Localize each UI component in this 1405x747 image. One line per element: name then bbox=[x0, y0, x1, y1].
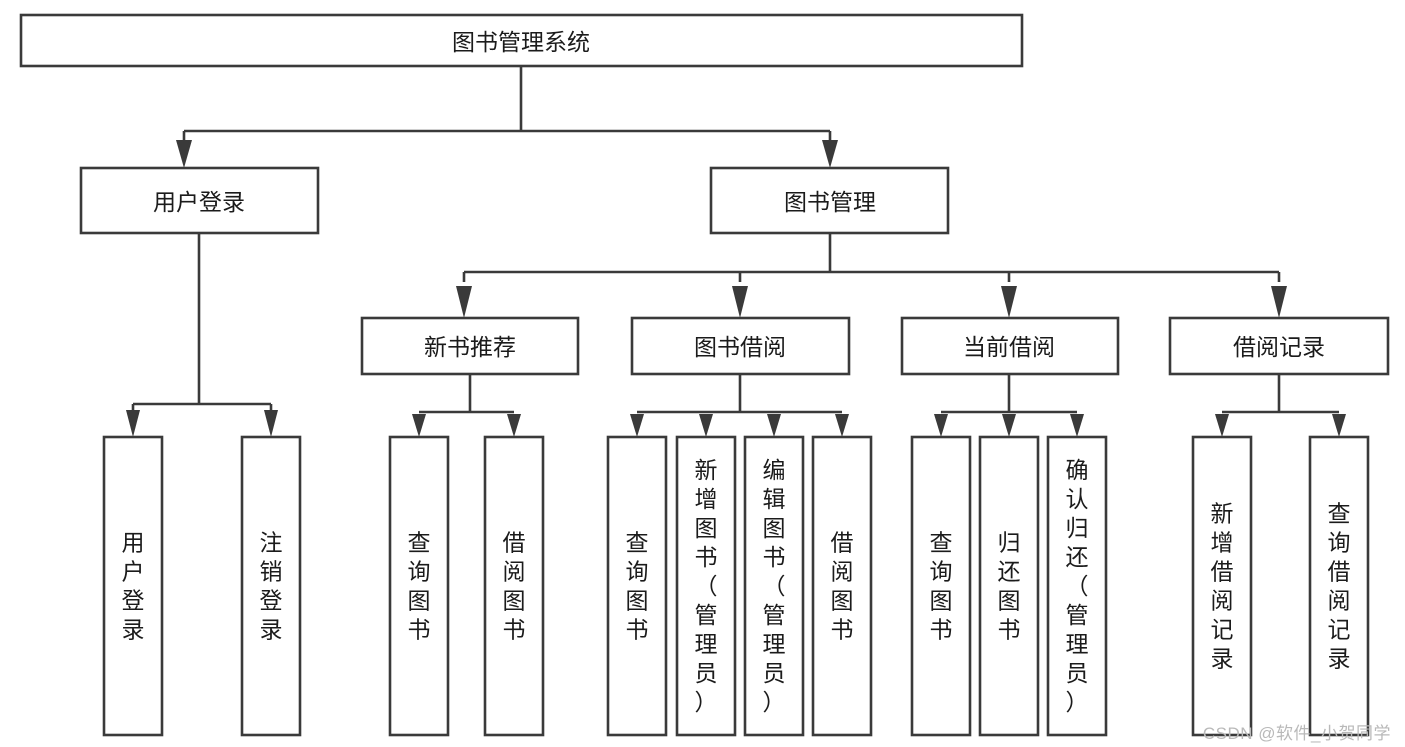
node-leaf-edit-book-box[interactable] bbox=[743, 435, 805, 737]
arrow-head-book-management bbox=[822, 140, 838, 168]
node-borrow-record-label: 借阅记录 bbox=[1233, 334, 1325, 360]
node-root-box[interactable] bbox=[19, 13, 1024, 68]
node-leaf-query-book-2-box[interactable] bbox=[606, 435, 668, 737]
node-leaf-confirm-return-label: 确认归还（管理员） bbox=[1066, 457, 1089, 715]
node-leaf-borrow-book-2-box[interactable] bbox=[811, 435, 873, 737]
node-book-management-label: 图书管理 bbox=[784, 189, 876, 215]
arrow-head-leaf-add-record bbox=[1215, 414, 1229, 437]
node-leaf-add-record[interactable]: 新增借阅记录 bbox=[1191, 435, 1253, 737]
node-leaf-user-logout[interactable]: 注销登录 bbox=[240, 435, 302, 737]
arrow-head-leaf-query-book-2 bbox=[630, 414, 644, 437]
arrow-head-leaf-query-record bbox=[1332, 414, 1346, 437]
edge-group-borrow-record bbox=[1215, 374, 1346, 437]
arrow-head-leaf-return-book bbox=[1002, 414, 1016, 437]
node-leaf-query-book-2-label: 查询图书 bbox=[626, 530, 649, 643]
arrow-head-leaf-query-book-1 bbox=[412, 414, 426, 437]
node-user-login-box[interactable] bbox=[79, 166, 320, 235]
edge-group-current-borrow bbox=[934, 374, 1084, 437]
arrow-head-borrow-record bbox=[1271, 286, 1287, 318]
node-leaf-query-book-3[interactable]: 查询图书 bbox=[910, 435, 972, 737]
arrow-head-leaf-borrow-book-1 bbox=[507, 414, 521, 437]
node-leaf-user-login-label: 用户登录 bbox=[122, 530, 145, 643]
node-leaf-query-record-label: 查询借阅记录 bbox=[1328, 501, 1351, 672]
edge-group-user-login bbox=[126, 233, 278, 437]
node-leaf-borrow-book-2-label: 借阅图书 bbox=[831, 530, 854, 643]
node-new-book-recommend[interactable]: 新书推荐 bbox=[360, 316, 580, 376]
node-user-login[interactable]: 用户登录 bbox=[79, 166, 320, 235]
node-leaf-user-login-box[interactable] bbox=[102, 435, 164, 737]
node-book-management[interactable]: 图书管理 bbox=[709, 166, 950, 235]
arrow-head-leaf-borrow-book-2 bbox=[835, 414, 849, 437]
edge-group-root bbox=[176, 66, 838, 168]
node-book-borrow-label: 图书借阅 bbox=[694, 334, 786, 360]
arrow-head-leaf-confirm-return bbox=[1070, 414, 1084, 437]
node-current-borrow-box[interactable] bbox=[900, 316, 1120, 376]
node-leaf-user-logout-label: 注销登录 bbox=[260, 530, 283, 643]
node-leaf-query-book-1[interactable]: 查询图书 bbox=[388, 435, 450, 737]
node-leaf-return-book-box[interactable] bbox=[978, 435, 1040, 737]
node-borrow-record-box[interactable] bbox=[1168, 316, 1390, 376]
arrow-head-leaf-edit-book bbox=[767, 414, 781, 437]
edge-group-book-management bbox=[456, 233, 1287, 318]
arrow-head-leaf-user-login bbox=[126, 410, 140, 437]
arrow-head-leaf-query-book-3 bbox=[934, 414, 948, 437]
arrow-head-leaf-user-logout bbox=[264, 410, 278, 437]
arrow-head-user-login bbox=[176, 140, 192, 168]
node-leaf-user-login[interactable]: 用户登录 bbox=[102, 435, 164, 737]
node-current-borrow-label: 当前借阅 bbox=[963, 334, 1055, 360]
node-user-login-label: 用户登录 bbox=[153, 189, 245, 215]
arrow-head-leaf-add-book bbox=[699, 414, 713, 437]
node-book-borrow[interactable]: 图书借阅 bbox=[630, 316, 851, 376]
node-book-management-box[interactable] bbox=[709, 166, 950, 235]
arrow-head-book-borrow bbox=[732, 286, 748, 318]
csdn-watermark: CSDN @软件_小贺同学 bbox=[1202, 724, 1391, 743]
node-leaf-add-book[interactable]: 新增图书（管理员） bbox=[675, 435, 737, 737]
node-new-book-recommend-label: 新书推荐 bbox=[424, 334, 516, 360]
node-new-book-recommend-box[interactable] bbox=[360, 316, 580, 376]
node-leaf-query-book-3-box[interactable] bbox=[910, 435, 972, 737]
node-leaf-return-book[interactable]: 归还图书 bbox=[978, 435, 1040, 737]
node-leaf-query-book-1-box[interactable] bbox=[388, 435, 450, 737]
node-current-borrow[interactable]: 当前借阅 bbox=[900, 316, 1120, 376]
node-leaf-query-book-2[interactable]: 查询图书 bbox=[606, 435, 668, 737]
node-leaf-borrow-book-1[interactable]: 借阅图书 bbox=[483, 435, 545, 737]
arrow-head-current-borrow bbox=[1001, 286, 1017, 318]
edge-group-new-book-recommend bbox=[412, 374, 521, 437]
node-leaf-edit-book-label: 编辑图书（管理员） bbox=[763, 457, 786, 715]
arrow-head-new-book bbox=[456, 286, 472, 318]
node-root[interactable]: 图书管理系统 bbox=[19, 13, 1024, 68]
node-leaf-query-book-3-label: 查询图书 bbox=[930, 530, 953, 643]
node-leaf-add-record-label: 新增借阅记录 bbox=[1211, 501, 1234, 672]
node-leaf-confirm-return[interactable]: 确认归还（管理员） bbox=[1046, 435, 1108, 737]
node-leaf-add-record-box[interactable] bbox=[1191, 435, 1253, 737]
edge-group-book-borrow bbox=[630, 374, 849, 437]
node-leaf-return-book-label: 归还图书 bbox=[998, 530, 1021, 643]
node-borrow-record[interactable]: 借阅记录 bbox=[1168, 316, 1390, 376]
node-leaf-query-record[interactable]: 查询借阅记录 bbox=[1308, 435, 1370, 737]
node-root-label: 图书管理系统 bbox=[452, 29, 590, 55]
node-leaf-edit-book[interactable]: 编辑图书（管理员） bbox=[743, 435, 805, 737]
node-leaf-borrow-book-1-box[interactable] bbox=[483, 435, 545, 737]
node-leaf-query-record-box[interactable] bbox=[1308, 435, 1370, 737]
node-leaf-query-book-1-label: 查询图书 bbox=[408, 530, 431, 643]
node-leaf-confirm-return-box[interactable] bbox=[1046, 435, 1108, 737]
node-book-borrow-box[interactable] bbox=[630, 316, 851, 376]
node-leaf-add-book-box[interactable] bbox=[675, 435, 737, 737]
node-leaf-borrow-book-1-label: 借阅图书 bbox=[503, 530, 526, 643]
node-leaf-user-logout-box[interactable] bbox=[240, 435, 302, 737]
node-leaf-add-book-label: 新增图书（管理员） bbox=[695, 457, 718, 715]
node-leaf-borrow-book-2[interactable]: 借阅图书 bbox=[811, 435, 873, 737]
